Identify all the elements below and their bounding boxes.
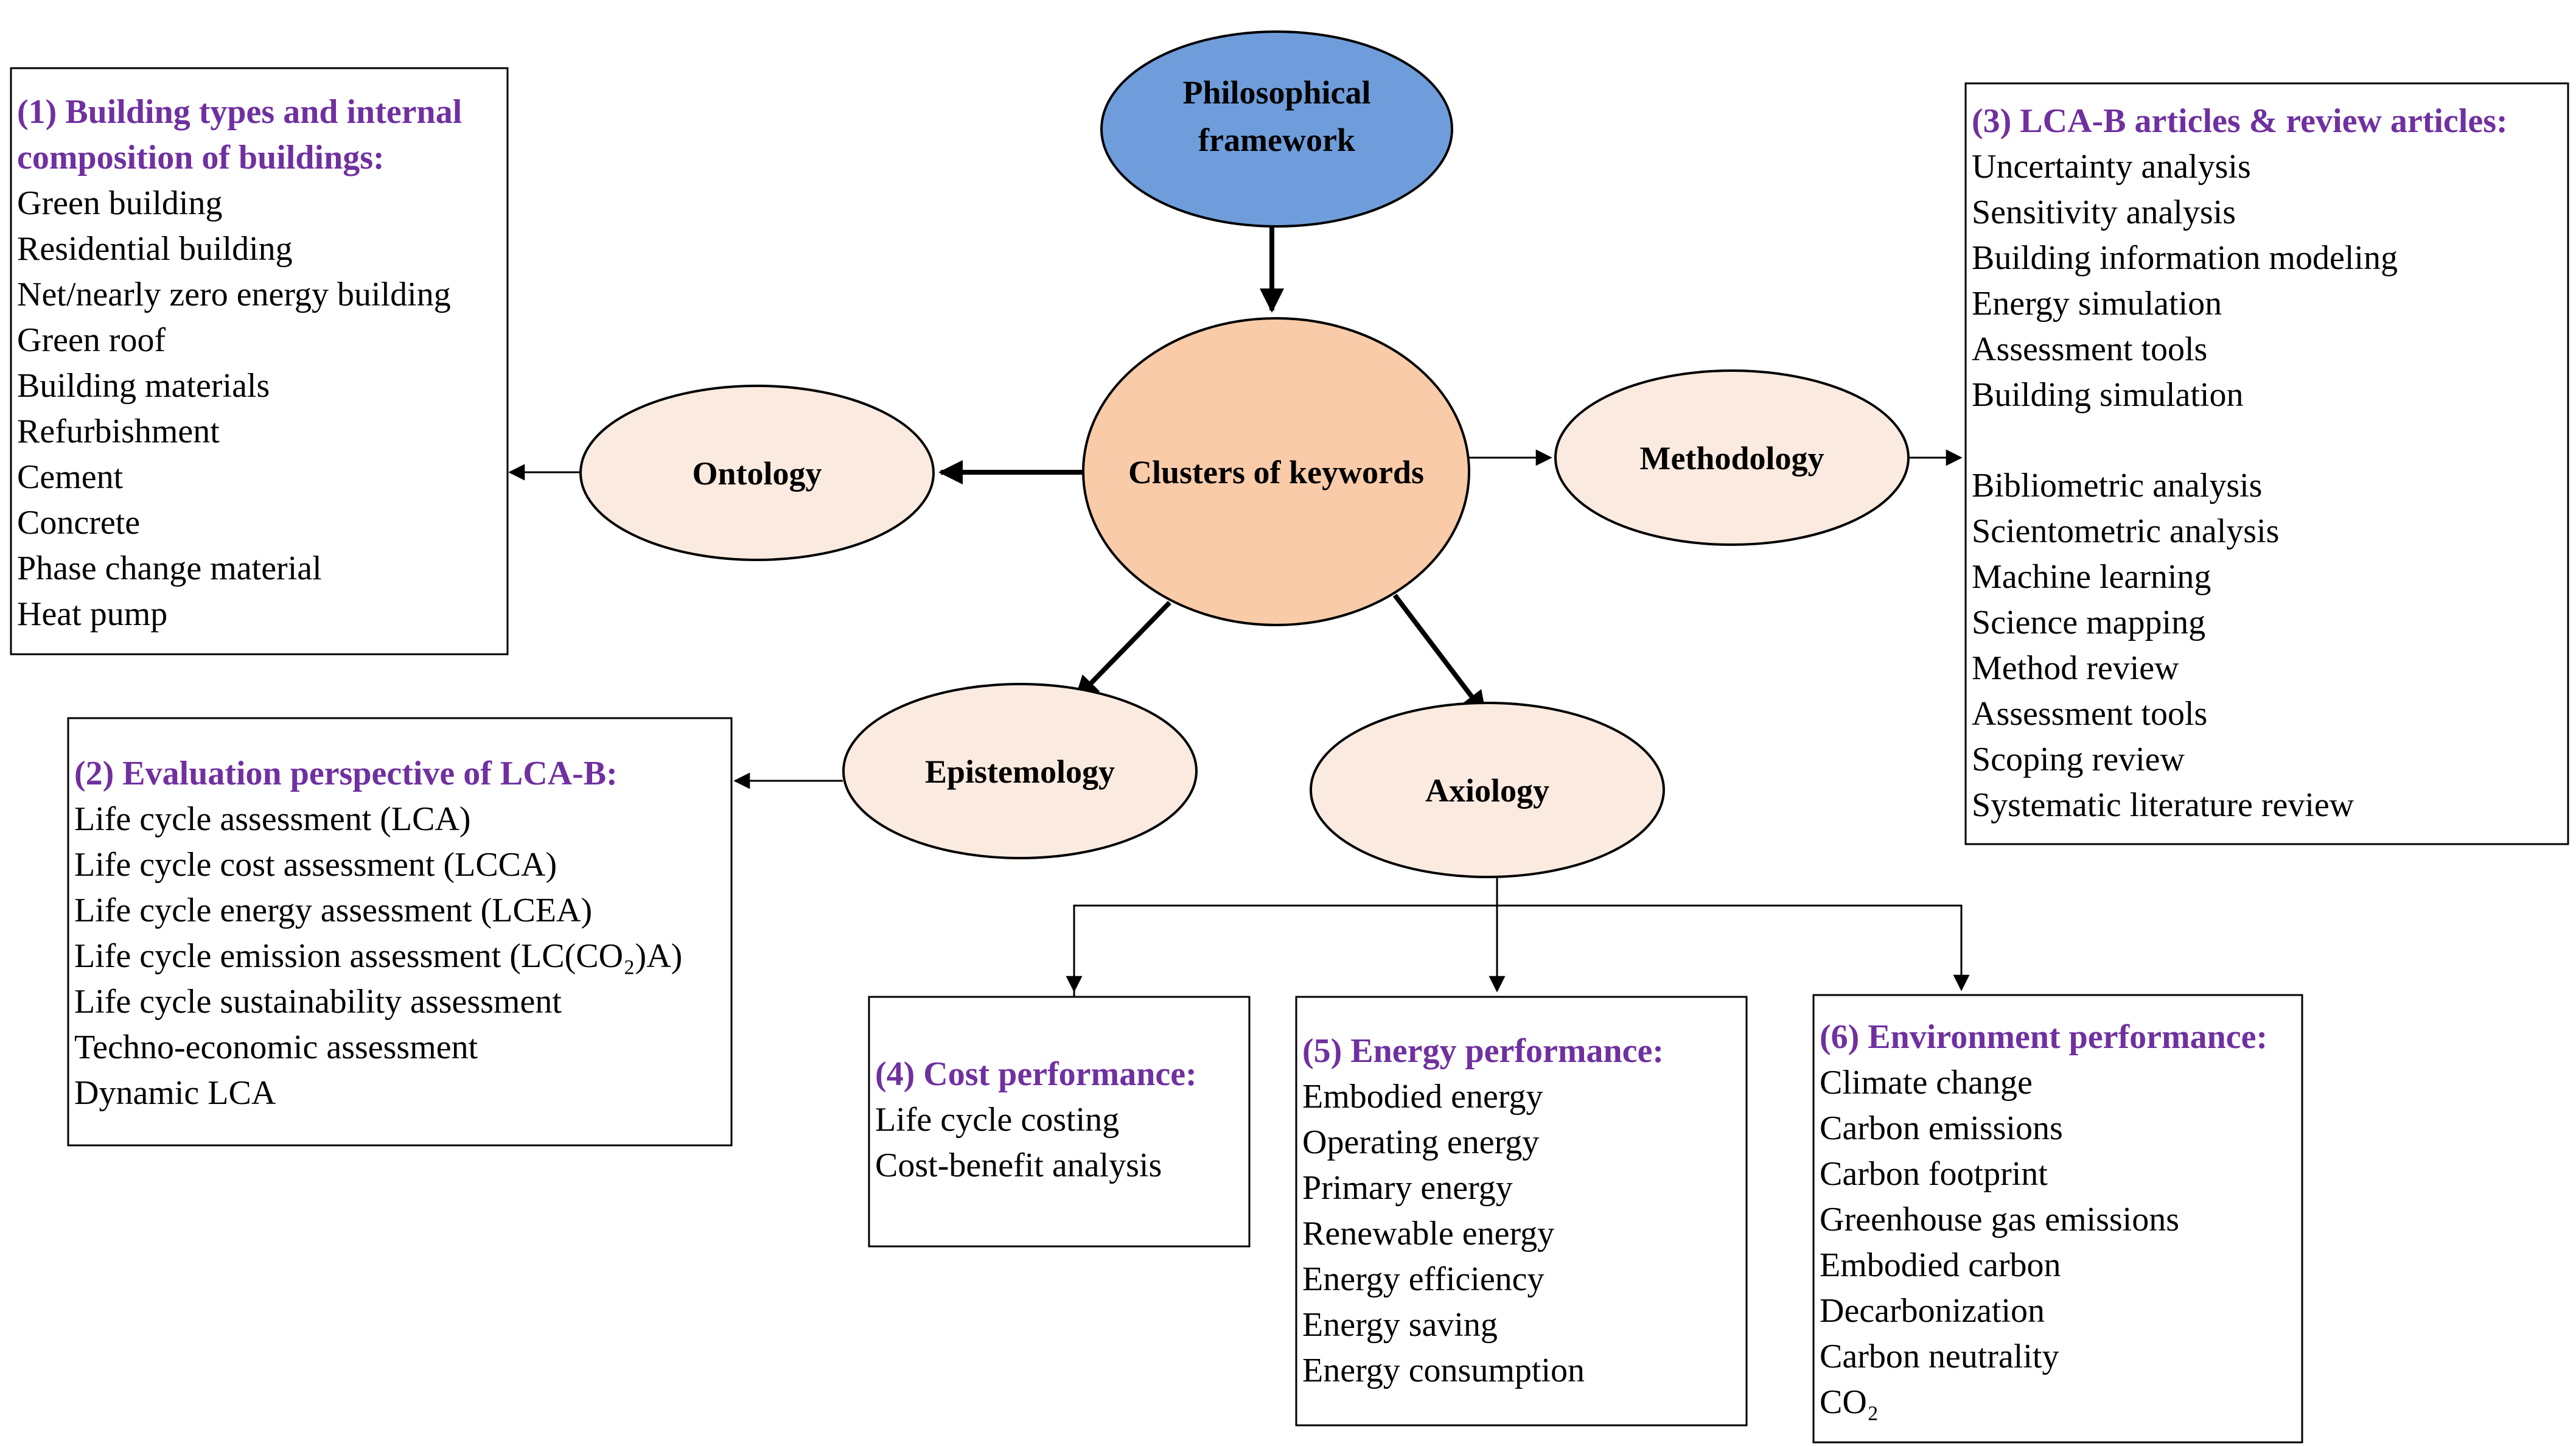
axiology-label: Axiology: [1425, 772, 1549, 809]
arrow-clusters-to-axiology: [1392, 593, 1487, 716]
box6-heading: (6) Environment performance:: [1820, 1018, 2267, 1056]
box2-item: Techno-economic assessment: [74, 1029, 478, 1066]
box-evaluation-perspective: (2) Evaluation perspective of LCA-B: Lif…: [67, 717, 733, 1147]
clusters-of-keywords-label: Clusters of keywords: [1128, 454, 1424, 491]
box5-heading: (5) Energy performance:: [1302, 1032, 1664, 1070]
connectors: [508, 225, 1970, 997]
box4-item: Cost-benefit analysis: [875, 1147, 1162, 1184]
box3-item: Uncertainty analysis: [1972, 148, 2251, 186]
arrow-clusters-to-epistemology: [1074, 601, 1171, 700]
box2-item: Life cycle emission assessment (LC(CO₂)A…: [74, 937, 682, 975]
philosophical-framework-line-2: framework: [1198, 122, 1355, 158]
box4-item: Life cycle costing: [875, 1101, 1119, 1139]
box2-item: Life cycle sustainability assessment: [74, 983, 562, 1021]
box2-item: Life cycle energy assessment (LCEA): [74, 892, 592, 929]
box5-item: Renewable energy: [1302, 1215, 1554, 1252]
box2-item: Life cycle cost assessment (LCCA): [74, 846, 557, 884]
box1-heading-line-1: (1) Building types and internal: [17, 93, 462, 131]
box6-item: Climate change: [1820, 1064, 2033, 1102]
box1-item: Green roof: [17, 321, 166, 359]
box6-item: Embodied carbon: [1820, 1246, 2061, 1284]
box1-item: Phase change material: [17, 550, 322, 587]
box4-heading: (4) Cost performance:: [875, 1055, 1197, 1093]
box1-item: Residential building: [17, 230, 293, 268]
box3-item: Machine learning: [1972, 558, 2211, 596]
box6-item: Carbon neutrality: [1820, 1338, 2059, 1375]
box-cost-performance: (4) Cost performance: Life cycle costing…: [868, 996, 1251, 1248]
box1-item: Cement: [17, 458, 124, 496]
node-methodology: Methodology: [1554, 369, 1910, 546]
box6-item: Carbon footprint: [1820, 1155, 2048, 1193]
box3-item: Sensitivity analysis: [1972, 194, 2236, 231]
node-axiology: Axiology: [1310, 702, 1665, 878]
node-ontology: Ontology: [579, 385, 935, 561]
node-philosophical-framework: Philosophical framework: [1100, 30, 1453, 228]
box5-item: Energy saving: [1302, 1306, 1498, 1344]
box3-item: Science mapping: [1972, 604, 2205, 641]
box1-item: Building materials: [17, 367, 270, 405]
bus-line: [1073, 904, 1970, 997]
box3-item: Building information modeling: [1972, 239, 2398, 277]
box5-item: Energy consumption: [1302, 1352, 1585, 1389]
box5-item: Energy efficiency: [1302, 1260, 1545, 1298]
box3-item: Building simulation: [1972, 376, 2243, 414]
box3-item: Energy simulation: [1972, 285, 2222, 323]
box6-item: CO₂: [1820, 1383, 1879, 1421]
methodology-label: Methodology: [1640, 440, 1824, 477]
box1-item: Green building: [17, 184, 222, 222]
box3-item: Assessment tools: [1972, 695, 2207, 733]
box3-item: Bibliometric analysis: [1972, 467, 2262, 505]
box-energy-performance: (5) Energy performance: Embodied energy …: [1295, 996, 1748, 1427]
box1-heading-line-2: composition of buildings:: [17, 139, 385, 176]
box3-item: Systematic literature review: [1972, 786, 2354, 824]
box5-item: Operating energy: [1302, 1123, 1539, 1161]
box6-item: Decarbonization: [1820, 1292, 2045, 1330]
box5-item: Primary energy: [1302, 1169, 1513, 1207]
epistemology-label: Epistemology: [925, 753, 1115, 790]
box-building-types: (1) Building types and internal composit…: [10, 67, 509, 655]
box-lca-b-articles: (3) LCA-B articles & review articles: Un…: [1964, 82, 2569, 845]
box1-item: Heat pump: [17, 595, 167, 633]
box2-heading: (2) Evaluation perspective of LCA-B:: [74, 755, 618, 792]
box1-item: Refurbishment: [17, 413, 220, 450]
box-environment-performance: (6) Environment performance: Climate cha…: [1812, 994, 2303, 1444]
box6-item: Greenhouse gas emissions: [1820, 1201, 2179, 1238]
box1-item: Concrete: [17, 504, 140, 542]
box3-item: Scientometric analysis: [1972, 512, 2279, 550]
node-epistemology: Epistemology: [842, 683, 1198, 859]
box3-heading: (3) LCA-B articles & review articles:: [1972, 102, 2508, 140]
box5-item: Embodied energy: [1302, 1078, 1543, 1116]
box2-item: Life cycle assessment (LCA): [74, 800, 471, 838]
box3-item: Method review: [1972, 649, 2179, 687]
philosophical-framework-line-1: Philosophical: [1182, 74, 1370, 111]
box3-item: Assessment tools: [1972, 330, 2207, 368]
box2-item: Dynamic LCA: [74, 1074, 276, 1112]
box1-item: Net/nearly zero energy building: [17, 276, 451, 313]
ontology-label: Ontology: [692, 455, 822, 492]
box6-item: Carbon emissions: [1820, 1109, 2063, 1147]
box3-item: Scoping review: [1972, 741, 2185, 778]
node-clusters-of-keywords: Clusters of keywords: [1082, 317, 1470, 626]
